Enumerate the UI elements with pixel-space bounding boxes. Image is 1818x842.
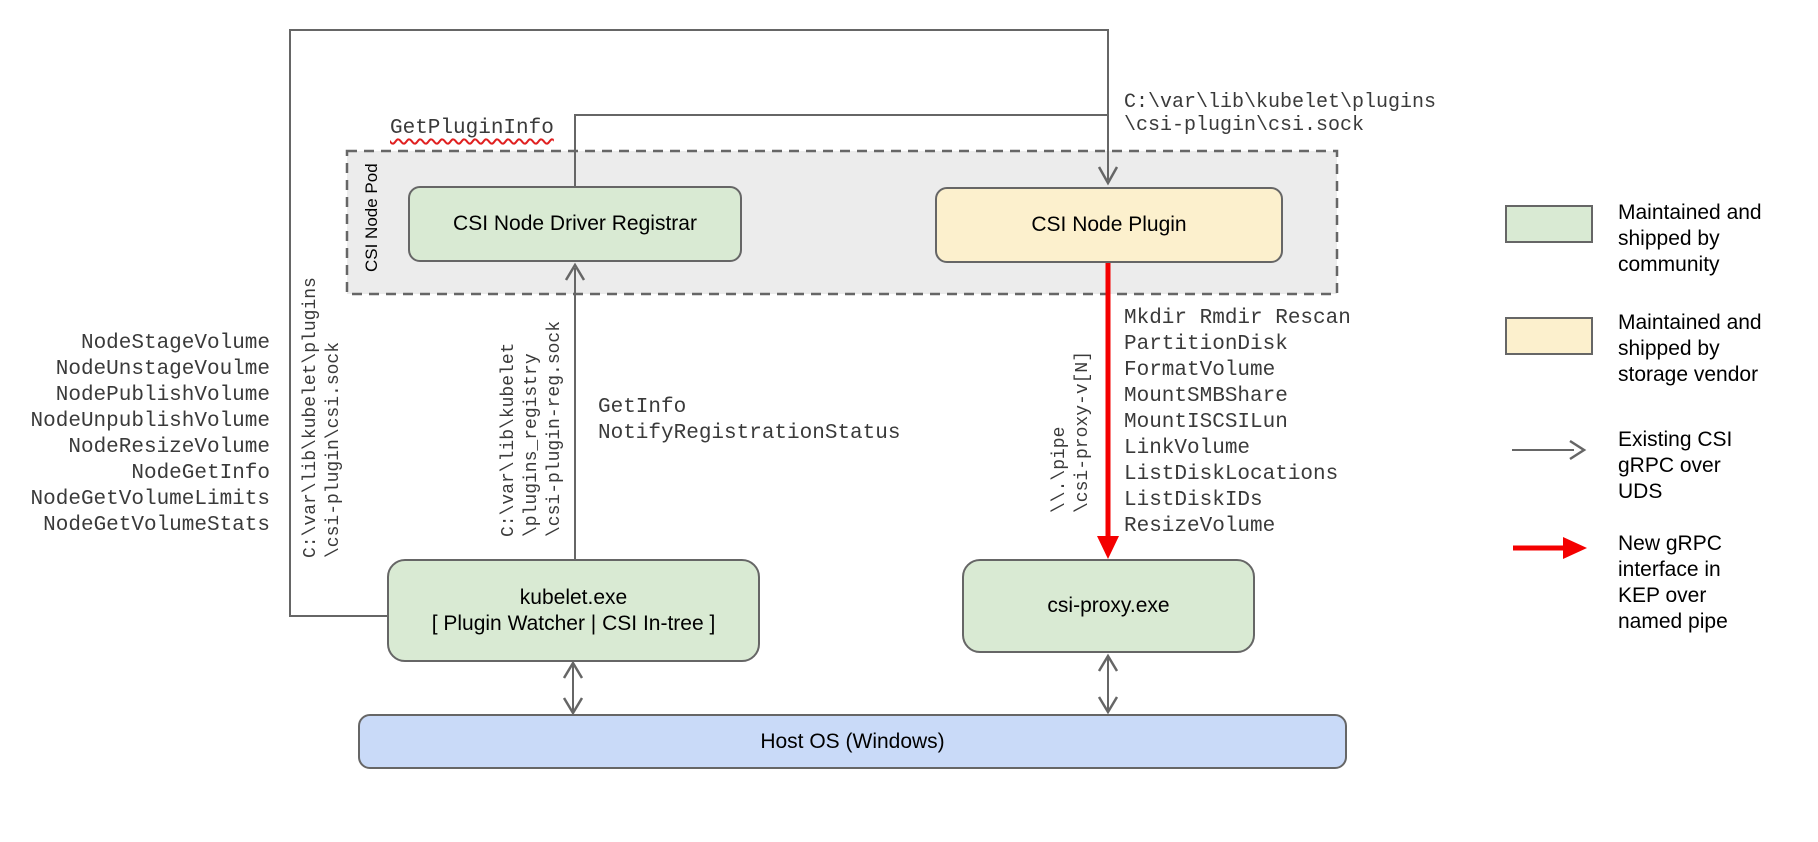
csi-sock-path-side-label: C:\var\lib\kubelet\plugins\csi-plugin\cs… bbox=[300, 273, 346, 558]
legend-vendor-label: Maintained and shipped by storage vendor bbox=[1618, 310, 1762, 388]
csi-node-pod-label: CSI Node Pod bbox=[362, 163, 381, 272]
list-item: NodeUnstageVoulme bbox=[55, 358, 270, 381]
list-item: Mkdir Rmdir Rescan bbox=[1124, 307, 1351, 330]
csiproxy-hostos-up-arrowhead-icon bbox=[1097, 653, 1119, 672]
list-item: FormatVolume bbox=[1124, 359, 1276, 382]
get-plugin-info-text: GetPluginInfo bbox=[390, 117, 554, 140]
named-pipe-path-label: \\.\pipe\csi-proxy-v[N] bbox=[1049, 343, 1095, 513]
list-item: \csi-proxy-v[N] bbox=[1073, 350, 1093, 513]
list-item: community bbox=[1618, 253, 1720, 276]
registrar-arrowhead-icon bbox=[564, 262, 586, 281]
list-item: C:\var\lib\kubelet bbox=[499, 342, 519, 537]
legend-community-swatch bbox=[1505, 205, 1593, 243]
list-item: KEP over bbox=[1618, 584, 1707, 607]
legend-uds-arrowhead-icon bbox=[1569, 439, 1587, 461]
list-item: UDS bbox=[1618, 480, 1663, 503]
csi-proxy-box: csi-proxy.exe bbox=[962, 559, 1255, 653]
kubelet-hostos-up-arrowhead-icon bbox=[562, 660, 584, 679]
list-item: NodeGetVolumeStats bbox=[43, 514, 270, 537]
list-item: \plugins_registry bbox=[522, 353, 542, 537]
list-item: \csi-plugin\csi.sock bbox=[1124, 114, 1365, 137]
csi-proxy-label: csi-proxy.exe bbox=[1047, 594, 1170, 617]
legend-pipe-label: New gRPC interface in KEP over named pipe bbox=[1618, 531, 1728, 635]
registrar-to-nodeplugin-line bbox=[574, 114, 1107, 186]
list-item: shipped by bbox=[1618, 337, 1720, 360]
registrar-label: CSI Node Driver Registrar bbox=[453, 212, 697, 235]
kubelet-to-nodeplugin-line bbox=[289, 29, 1109, 617]
list-item: LinkVolume bbox=[1124, 437, 1251, 460]
node-plugin-box: CSI Node Plugin bbox=[935, 187, 1283, 263]
list-item: C:\var\lib\kubelet\plugins bbox=[301, 277, 321, 558]
list-item: named pipe bbox=[1618, 610, 1728, 633]
gray-connectors bbox=[289, 29, 1587, 716]
list-item: MountSMBShare bbox=[1124, 385, 1288, 408]
csiproxy-hostos-down-arrowhead-icon bbox=[1097, 696, 1119, 715]
legend-community-label: Maintained and shipped by community bbox=[1618, 200, 1762, 278]
list-item: NodePublishVolume bbox=[55, 384, 270, 407]
list-item: Existing CSI bbox=[1618, 428, 1733, 451]
list-item: NotifyRegistrationStatus bbox=[598, 422, 901, 445]
legend-pipe-arrowhead-icon bbox=[1563, 537, 1587, 559]
legend-vendor-swatch bbox=[1505, 317, 1593, 355]
kubelet-label-line2: [ Plugin Watcher | CSI In-tree ] bbox=[431, 611, 716, 635]
kubelet-hostos-down-arrowhead-icon bbox=[562, 697, 584, 716]
list-item: MountISCSILun bbox=[1124, 411, 1288, 434]
registry-sock-path-label: C:\var\lib\kubelet\plugins_registry\csi-… bbox=[498, 317, 567, 537]
csi-sock-path-top-label: C:\var\lib\kubelet\plugins\csi-plugin\cs… bbox=[1124, 91, 1436, 137]
list-item: ListDiskLocations bbox=[1124, 463, 1339, 486]
list-item: ListDiskIDs bbox=[1124, 489, 1263, 512]
list-item: PartitionDisk bbox=[1124, 333, 1288, 356]
list-item: NodeUnpublishVolume bbox=[30, 410, 270, 433]
list-item: New gRPC bbox=[1618, 532, 1722, 555]
list-item: \\.\pipe bbox=[1050, 426, 1070, 513]
registrar-box: CSI Node Driver Registrar bbox=[408, 186, 742, 262]
host-os-box: Host OS (Windows) bbox=[358, 714, 1347, 769]
red-connectors bbox=[1097, 263, 1587, 559]
get-plugin-info-label: GetPluginInfo bbox=[390, 116, 554, 142]
list-item: \csi-plugin-reg.sock bbox=[545, 320, 565, 537]
list-item: C:\var\lib\kubelet\plugins bbox=[1124, 91, 1437, 114]
list-item: storage vendor bbox=[1618, 363, 1759, 386]
list-item: interface in bbox=[1618, 558, 1721, 581]
list-item: NodeGetVolumeLimits bbox=[30, 488, 270, 511]
host-os-label: Host OS (Windows) bbox=[760, 729, 945, 753]
list-item: GetInfo bbox=[598, 396, 687, 419]
list-item: ResizeVolume bbox=[1124, 515, 1276, 538]
list-item: NodeStageVolume bbox=[80, 332, 270, 355]
kubelet-label-line1: kubelet.exe bbox=[519, 585, 628, 609]
list-item: gRPC over bbox=[1618, 454, 1721, 477]
list-item: shipped by bbox=[1618, 227, 1720, 250]
node-plugin-label: CSI Node Plugin bbox=[1031, 213, 1187, 236]
list-item: \csi-plugin\csi.sock bbox=[324, 341, 344, 558]
nodeplugin-arrowhead-icon bbox=[1097, 166, 1119, 186]
csiproxy-red-arrowhead-icon bbox=[1097, 536, 1119, 559]
kubelet-box: kubelet.exe [ Plugin Watcher | CSI In-tr… bbox=[387, 559, 760, 662]
list-item: NodeResizeVolume bbox=[68, 436, 270, 459]
list-item: NodeGetInfo bbox=[131, 462, 270, 485]
list-item: Maintained and bbox=[1618, 311, 1762, 334]
list-item: Maintained and bbox=[1618, 201, 1762, 224]
